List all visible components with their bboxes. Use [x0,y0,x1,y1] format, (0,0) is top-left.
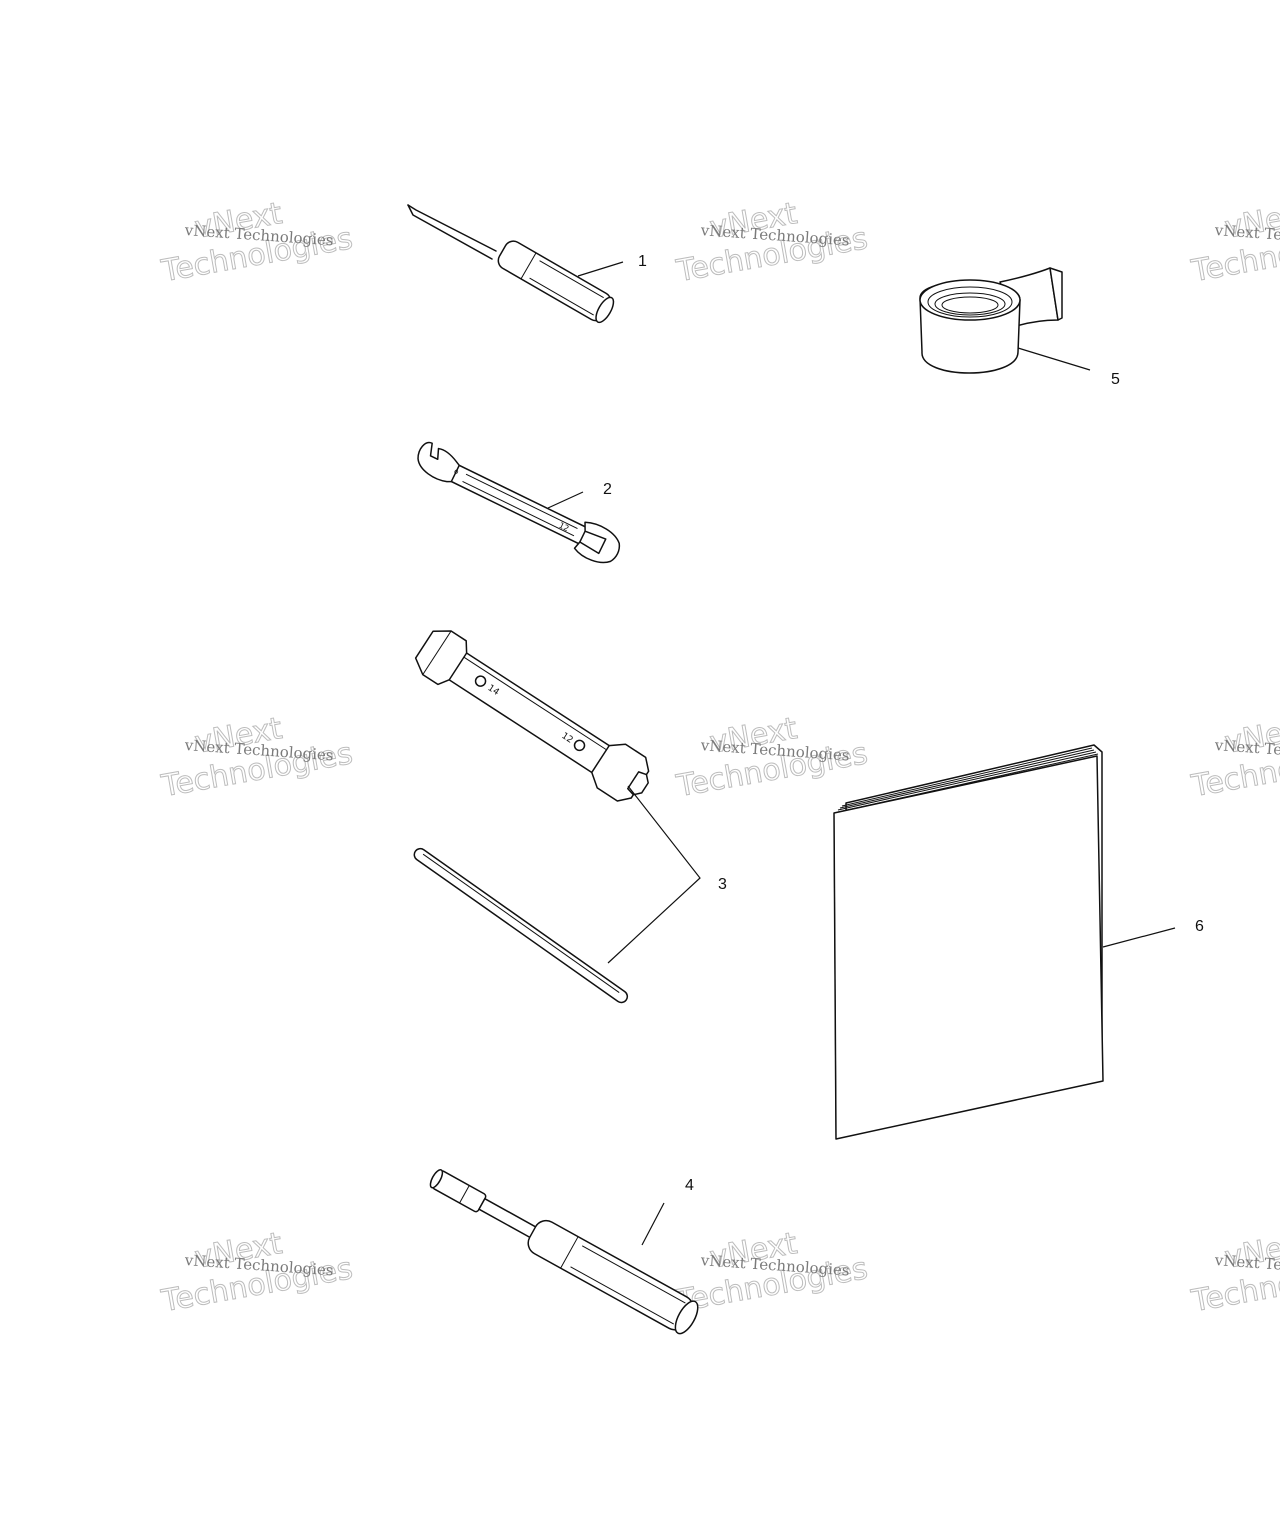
leader-3 [607,785,701,964]
leader-6 [1102,927,1176,948]
watermark-top-left: vNext Technologies vNext Technologies [158,196,356,290]
rolled-strap-icon [919,267,1063,374]
owners-manual-icon [833,744,1104,1140]
watermark-bottom-left: vNext Technologies vNext Technologies [158,1226,356,1320]
tommy-bar-icon [413,847,629,1004]
callout-1: 1 [638,253,647,270]
wrench-size-marking: 12 [557,521,570,534]
callout-5: 5 [1111,371,1120,388]
callout-6: 6 [1195,918,1204,935]
open-end-wrench-icon: o 12 [417,441,621,564]
leader-2 [547,491,584,509]
watermark-top-right: vNext Technologies vNext Technologies [1188,196,1280,290]
watermark-mid-left: vNext Technologies vNext Technologies [158,711,356,805]
leader-4 [641,1202,665,1246]
wrench-hole-mark: o [453,467,460,476]
watermark-mid-right: vNext Technologies vNext Technologies [1188,711,1280,805]
watermark-mid-center: vNext Technologies vNext Technologies [673,711,871,805]
callout-2: 2 [603,481,612,498]
leader-1 [577,261,624,277]
callout-3: 3 [718,876,727,893]
socket-tube-wrench-icon: 14 12 [414,630,650,802]
watermark-bottom-right: vNext Technologies vNext Technologies [1188,1226,1280,1320]
leader-5 [1017,347,1091,371]
callout-4: 4 [685,1177,694,1194]
screwdriver-socket-icon [429,1169,699,1335]
watermark-top-center: vNext Technologies vNext Technologies [673,196,871,290]
screwdriver-small-icon [407,204,615,324]
